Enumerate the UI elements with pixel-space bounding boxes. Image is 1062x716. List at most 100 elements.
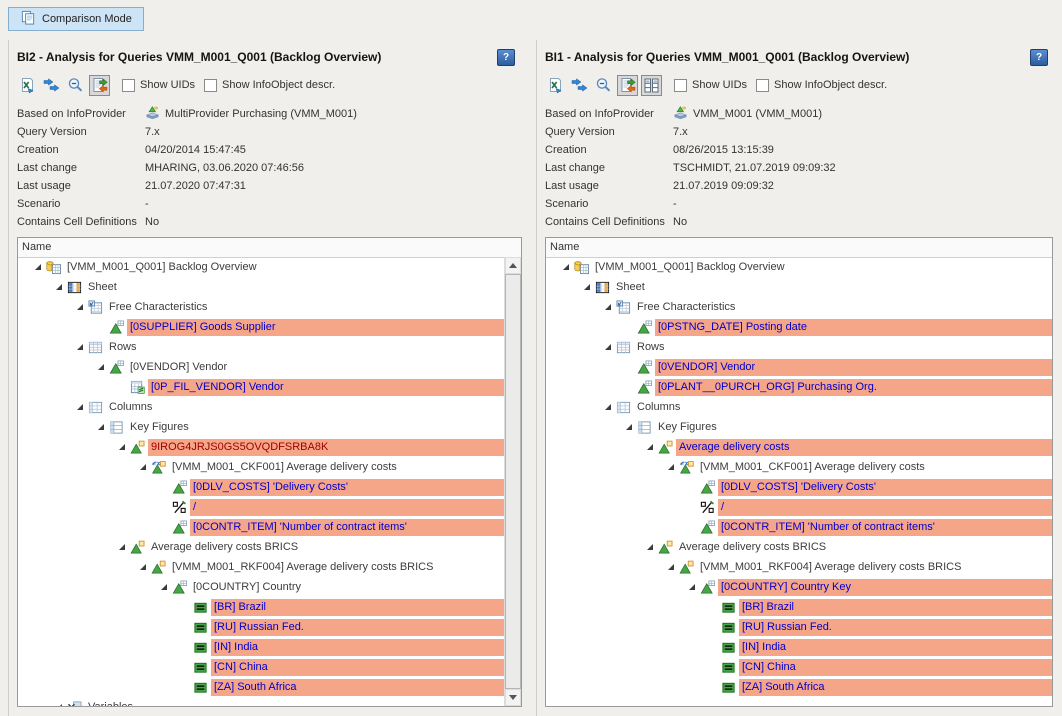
tree-row[interactable]: [BR] Brazil <box>18 597 504 617</box>
expander-icon[interactable] <box>93 419 109 435</box>
expander-icon[interactable] <box>642 539 658 555</box>
tree-row[interactable]: [ZA] South Africa <box>546 677 1052 697</box>
expander-icon[interactable] <box>30 259 46 275</box>
panel-title-bi1: BI1 - Analysis for Queries VMM_M001_Q001… <box>545 50 910 64</box>
tree-row[interactable]: Columns <box>546 397 1052 417</box>
tree-row[interactable]: [CN] China <box>546 657 1052 677</box>
scroll-up-button[interactable] <box>505 257 521 274</box>
show-infoobject-checkbox[interactable] <box>756 78 770 92</box>
tree-row[interactable]: [0PSTNG_DATE] Posting date <box>546 317 1052 337</box>
tree-row[interactable]: Rows <box>18 337 504 357</box>
comparison-mode-button[interactable]: Comparison Mode <box>8 7 144 31</box>
query-icon <box>46 259 64 275</box>
tree-row[interactable]: Key Figures <box>546 417 1052 437</box>
expander-icon[interactable] <box>663 559 679 575</box>
tree-row[interactable]: [IN] India <box>546 637 1052 657</box>
export-to-excel-button[interactable] <box>17 75 38 96</box>
tree-row[interactable]: [0CONTR_ITEM] 'Number of contract items' <box>546 517 1052 537</box>
tree-row[interactable]: [0COUNTRY] Country <box>18 577 504 597</box>
help-icon[interactable]: ? <box>497 49 515 66</box>
expander-icon[interactable] <box>558 259 574 275</box>
expander-icon[interactable] <box>114 439 130 455</box>
tree-row[interactable]: [VMM_M001_Q001] Backlog Overview <box>546 257 1052 277</box>
expander-icon[interactable] <box>51 699 67 706</box>
tree-row[interactable]: [0CONTR_ITEM] 'Number of contract items' <box>18 517 504 537</box>
value-icon <box>721 619 739 635</box>
tree-row[interactable]: [0VENDOR] Vendor <box>18 357 504 377</box>
tree-row[interactable]: 9IROG4JRJS0GS5OVQDFSRBA8K <box>18 437 504 457</box>
tree-row[interactable]: [IN] India <box>18 637 504 657</box>
show-uids-checkbox[interactable] <box>122 78 135 92</box>
scroll-down-button[interactable] <box>505 689 521 706</box>
tree-row[interactable]: [RU] Russian Fed. <box>546 617 1052 637</box>
tree-row[interactable]: / <box>18 497 504 517</box>
tree-row[interactable]: / <box>546 497 1052 517</box>
tree-row[interactable]: [VMM_M001_CKF001] Average delivery costs <box>18 457 504 477</box>
expanded-triangle-icon <box>605 304 611 310</box>
expander-icon[interactable] <box>93 359 109 375</box>
expander-icon[interactable] <box>72 299 88 315</box>
tree-row-label: [0DLV_COSTS] 'Delivery Costs' <box>718 478 1052 496</box>
expander-icon[interactable] <box>600 299 616 315</box>
expander-icon[interactable] <box>600 339 616 355</box>
vertical-scrollbar[interactable] <box>504 257 521 706</box>
tree-row-label: [VMM_M001_RKF004] Average delivery costs… <box>172 560 434 573</box>
export-to-excel-button[interactable] <box>545 75 566 96</box>
tree-row[interactable]: [VMM_M001_Q001] Backlog Overview <box>18 257 504 277</box>
expander-icon[interactable] <box>684 579 700 595</box>
tree-row[interactable]: Free Characteristics <box>18 297 504 317</box>
transfer-button[interactable] <box>569 75 590 96</box>
tree-row[interactable]: [0DLV_COSTS] 'Delivery Costs' <box>546 477 1052 497</box>
expander-icon[interactable] <box>663 459 679 475</box>
expander-icon[interactable] <box>579 279 595 295</box>
tree-row[interactable]: Average delivery costs <box>546 437 1052 457</box>
tree-row[interactable]: Sheet <box>546 277 1052 297</box>
expander-icon[interactable] <box>135 459 151 475</box>
tree-row[interactable]: [VMM_M001_RKF004] Average delivery costs… <box>546 557 1052 577</box>
tree-row[interactable]: Sheet <box>18 277 504 297</box>
tree-row[interactable]: [ZA] South Africa <box>18 677 504 697</box>
cell-view-button[interactable] <box>641 74 662 96</box>
show-uids-checkbox[interactable] <box>674 78 687 92</box>
tree-row[interactable]: Key Figures <box>18 417 504 437</box>
expander-icon[interactable] <box>114 539 130 555</box>
expander-icon[interactable] <box>51 279 67 295</box>
expander-icon[interactable] <box>621 419 637 435</box>
tree-row[interactable]: Variables <box>18 697 504 706</box>
expander-icon[interactable] <box>642 439 658 455</box>
scrollbar-thumb[interactable] <box>505 274 521 689</box>
show-infoobject-checkbox[interactable] <box>204 78 218 92</box>
comparison-button[interactable] <box>89 74 110 96</box>
expander-icon[interactable] <box>72 399 88 415</box>
tree-row[interactable]: [0VENDOR] Vendor <box>546 357 1052 377</box>
tree-row[interactable]: [VMM_M001_CKF001] Average delivery costs <box>546 457 1052 477</box>
info-label: Last usage <box>17 180 71 192</box>
transfer-button[interactable] <box>41 75 62 96</box>
tree-row[interactable]: [0PLANT__0PURCH_ORG] Purchasing Org. <box>546 377 1052 397</box>
expander-icon[interactable] <box>156 579 172 595</box>
tree-row[interactable]: [CN] China <box>18 657 504 677</box>
tree-row[interactable]: [BR] Brazil <box>546 597 1052 617</box>
tree-header: Name <box>546 238 1052 258</box>
expander-icon[interactable] <box>72 339 88 355</box>
tree-row[interactable]: Columns <box>18 397 504 417</box>
detail-search-button[interactable] <box>593 75 614 96</box>
tree-row[interactable]: [0COUNTRY] Country Key <box>546 577 1052 597</box>
tree-row[interactable]: Free Characteristics <box>546 297 1052 317</box>
tree-row[interactable]: [0P_FIL_VENDOR] Vendor <box>18 377 504 397</box>
tree-row[interactable]: Rows <box>546 337 1052 357</box>
tree-row[interactable]: [RU] Russian Fed. <box>18 617 504 637</box>
tree-row[interactable]: [VMM_M001_RKF004] Average delivery costs… <box>18 557 504 577</box>
tree-row[interactable]: Average delivery costs BRICS <box>546 537 1052 557</box>
tree-row[interactable]: Average delivery costs BRICS <box>18 537 504 557</box>
expander-icon[interactable] <box>600 399 616 415</box>
tree-row[interactable]: [0SUPPLIER] Goods Supplier <box>18 317 504 337</box>
detail-search-button[interactable] <box>65 75 86 96</box>
tree-row[interactable]: [0DLV_COSTS] 'Delivery Costs' <box>18 477 504 497</box>
comparison-button[interactable] <box>617 74 638 96</box>
expander-icon[interactable] <box>135 559 151 575</box>
help-icon[interactable]: ? <box>1030 49 1048 66</box>
expanded-triangle-icon <box>668 564 674 570</box>
